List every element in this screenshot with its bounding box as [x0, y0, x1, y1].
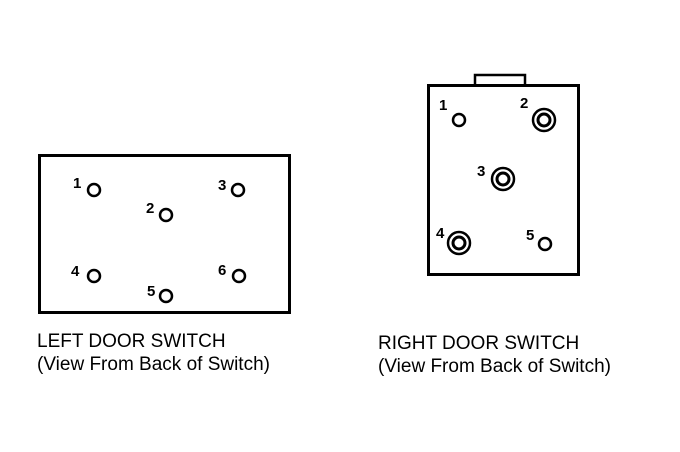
right-switch-subtitle: (View From Back of Switch)	[378, 356, 611, 377]
left-pin-4-terminal	[86, 268, 102, 284]
right-pin-2-terminal-inner	[536, 112, 552, 128]
left-pin-5-label: 5	[147, 283, 155, 300]
right-pin-2: 2	[520, 95, 557, 133]
left-pin-6-label: 6	[218, 262, 226, 279]
right-pin-4-label: 4	[436, 225, 445, 242]
left-pin-3-label: 3	[218, 177, 226, 194]
right-pin-2-label: 2	[520, 95, 528, 112]
right-switch-caption: RIGHT DOOR SWITCH (View From Back of Swi…	[378, 332, 611, 378]
right-pin-4-terminal-inner	[451, 235, 467, 251]
right-pin-3-terminal-outer	[490, 166, 516, 192]
right-pin-3-terminal-inner	[495, 171, 511, 187]
left-pin-3: 3	[218, 177, 246, 198]
left-switch-caption: LEFT DOOR SWITCH (View From Back of Swit…	[37, 330, 270, 376]
left-pin-2: 2	[146, 200, 174, 223]
right-pin-5-terminal	[537, 236, 553, 252]
left-pin-2-label: 2	[146, 200, 154, 217]
left-pin-6-terminal	[231, 268, 247, 284]
left-switch-body	[38, 154, 291, 314]
left-pin-6: 6	[218, 262, 247, 284]
right-pin-1-label: 1	[439, 97, 447, 114]
left-door-switch: 1 2 3 4 5 6	[38, 154, 291, 314]
right-switch-title: RIGHT DOOR SWITCH	[378, 333, 580, 354]
right-door-switch: 1 2 3 4 5	[427, 73, 580, 276]
left-pin-4-label: 4	[71, 263, 80, 280]
left-pin-3-terminal	[230, 182, 246, 198]
right-pin-1-terminal	[451, 112, 467, 128]
right-pin-1: 1	[439, 97, 467, 128]
left-switch-subtitle: (View From Back of Switch)	[37, 354, 270, 375]
left-pin-1: 1	[73, 175, 102, 198]
left-pin-2-terminal	[158, 207, 174, 223]
left-pin-5-terminal	[158, 288, 174, 304]
left-pin-1-terminal	[86, 182, 102, 198]
right-pin-5-label: 5	[526, 227, 534, 244]
right-pin-2-terminal-outer	[531, 107, 557, 133]
left-switch-title: LEFT DOOR SWITCH	[37, 331, 226, 352]
right-pin-5: 5	[526, 227, 553, 252]
right-pin-3: 3	[477, 163, 516, 192]
right-pin-4: 4	[436, 225, 472, 256]
right-pin-4-terminal-outer	[446, 230, 472, 256]
right-switch-body	[427, 84, 580, 276]
right-pin-3-label: 3	[477, 163, 485, 180]
left-pin-4: 4	[71, 263, 102, 284]
left-pin-5: 5	[147, 283, 174, 304]
left-pin-1-label: 1	[73, 175, 81, 192]
